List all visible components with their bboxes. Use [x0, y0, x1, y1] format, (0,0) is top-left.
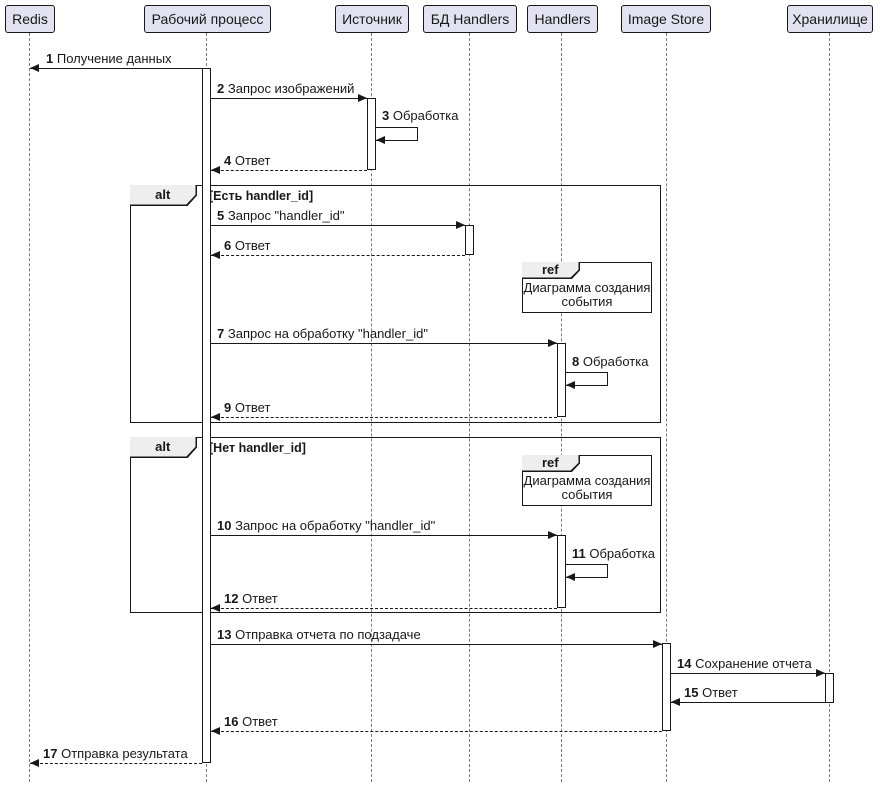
message-line-3 — [376, 127, 418, 141]
activation-storage — [825, 673, 834, 703]
ref-text: Диаграмма создания события — [523, 474, 651, 502]
frame-alt-guard: [Есть handler_id] — [209, 189, 314, 203]
message-3-arrowhead-icon — [376, 136, 385, 144]
message-label-2: 2 Запрос изображений — [217, 81, 355, 96]
ref-text-line2: события — [561, 487, 613, 502]
message-label-4: 4 Ответ — [224, 153, 271, 168]
activation-handlers-1 — [557, 343, 566, 417]
message-6-arrowhead-icon — [211, 251, 220, 259]
message-label-9: 9 Ответ — [224, 400, 271, 415]
message-4-arrowhead-icon — [211, 166, 220, 174]
ref-tab: ref — [522, 262, 580, 279]
participant-storage: Хранилище — [787, 5, 873, 33]
ref-tab: ref — [522, 455, 580, 472]
message-2-arrowhead-icon — [358, 94, 367, 102]
lifeline-image-store — [666, 33, 667, 782]
participant-label: Источник — [342, 11, 402, 27]
participant-label: Redis — [12, 11, 48, 27]
message-label-3: 3 Обработка — [382, 108, 459, 123]
message-1-arrowhead-icon — [30, 64, 39, 72]
frame-alt-tab: alt — [130, 185, 197, 206]
message-label-12: 12 Ответ — [224, 591, 278, 606]
participant-source: Источник — [335, 5, 409, 33]
message-line-6 — [211, 255, 465, 256]
message-7-arrowhead-icon — [548, 339, 557, 347]
ref-event-creation-1: ref Диаграмма создания события — [522, 262, 652, 313]
message-13-arrowhead-icon — [653, 640, 662, 648]
message-line-16 — [211, 731, 662, 732]
message-label-7: 7 Запрос на обработку "handler_id" — [217, 326, 428, 341]
lifeline-redis — [29, 33, 30, 782]
message-9-arrowhead-icon — [211, 413, 220, 421]
lifeline-source — [371, 33, 372, 782]
message-label-13: 13 Отправка отчета по подзадаче — [217, 627, 421, 642]
message-10-arrowhead-icon — [548, 531, 557, 539]
message-line-8 — [566, 372, 608, 386]
message-label-8: 8 Обработка — [572, 354, 649, 369]
message-line-11 — [566, 564, 608, 578]
message-11-arrowhead-icon — [566, 573, 575, 581]
message-line-4 — [211, 170, 367, 171]
lifeline-db-handlers — [469, 33, 470, 782]
participant-db-handlers: БД Handlers — [423, 5, 517, 33]
message-label-1: 1 Получение данных — [46, 51, 172, 66]
participant-image-store: Image Store — [621, 5, 711, 33]
message-16-arrowhead-icon — [211, 727, 220, 735]
message-line-13 — [211, 644, 662, 645]
activation-handlers-2 — [557, 535, 566, 608]
participant-label: Хранилище — [792, 11, 868, 27]
activation-image-store — [662, 643, 671, 731]
participant-label: Handlers — [534, 11, 591, 27]
activation-source — [367, 98, 376, 170]
frame-alt-tab: alt — [130, 437, 197, 458]
lifeline-storage — [829, 33, 830, 782]
ref-operator: ref — [522, 455, 579, 471]
participant-label: БД Handlers — [430, 11, 510, 27]
message-5-arrowhead-icon — [456, 221, 465, 229]
frame-alt-operator: alt — [130, 185, 196, 205]
participant-worker-process: Рабочий процесс — [144, 5, 271, 33]
frame-alt-operator: alt — [130, 437, 196, 457]
message-label-17: 17 Отправка результата — [43, 746, 188, 761]
message-line-5 — [211, 225, 465, 226]
frame-alt-guard: [Нет handler_id] — [209, 441, 306, 455]
message-line-17 — [30, 763, 202, 764]
ref-text-line1: Диаграмма создания — [523, 473, 651, 488]
message-line-15 — [671, 702, 825, 703]
message-line-1 — [30, 68, 202, 69]
message-label-11: 11 Обработка — [572, 546, 655, 561]
participant-handlers: Handlers — [527, 5, 598, 33]
message-line-2 — [211, 98, 367, 99]
participant-label: Image Store — [627, 11, 705, 27]
message-15-arrowhead-icon — [671, 698, 680, 706]
message-label-10: 10 Запрос на обработку "handler_id" — [217, 518, 436, 533]
message-line-9 — [211, 417, 557, 418]
message-label-14: 14 Сохранение отчета — [677, 656, 812, 671]
ref-event-creation-2: ref Диаграмма создания события — [522, 455, 652, 506]
participant-redis: Redis — [5, 5, 55, 33]
activation-db-handlers — [465, 225, 474, 255]
message-12-arrowhead-icon — [211, 604, 220, 612]
message-line-14 — [671, 673, 825, 674]
frame-alt-no-handler-id: alt [Нет handler_id] — [130, 437, 661, 613]
frame-alt-has-handler-id: alt [Есть handler_id] — [130, 185, 661, 423]
message-label-16: 16 Ответ — [224, 714, 278, 729]
ref-operator: ref — [522, 262, 579, 278]
message-label-6: 6 Ответ — [224, 238, 271, 253]
message-14-arrowhead-icon — [816, 669, 825, 677]
message-17-arrowhead-icon — [30, 759, 39, 767]
message-label-15: 15 Ответ — [684, 685, 738, 700]
message-8-arrowhead-icon — [566, 381, 575, 389]
message-line-7 — [211, 343, 557, 344]
activation-worker-process — [202, 68, 211, 763]
message-line-10 — [211, 535, 557, 536]
message-line-12 — [211, 608, 557, 609]
ref-text-line1: Диаграмма создания — [523, 280, 651, 295]
ref-text: Диаграмма создания события — [523, 281, 651, 309]
ref-text-line2: события — [561, 294, 613, 309]
participant-label: Рабочий процесс — [151, 11, 264, 27]
message-label-5: 5 Запрос "handler_id" — [217, 208, 345, 223]
